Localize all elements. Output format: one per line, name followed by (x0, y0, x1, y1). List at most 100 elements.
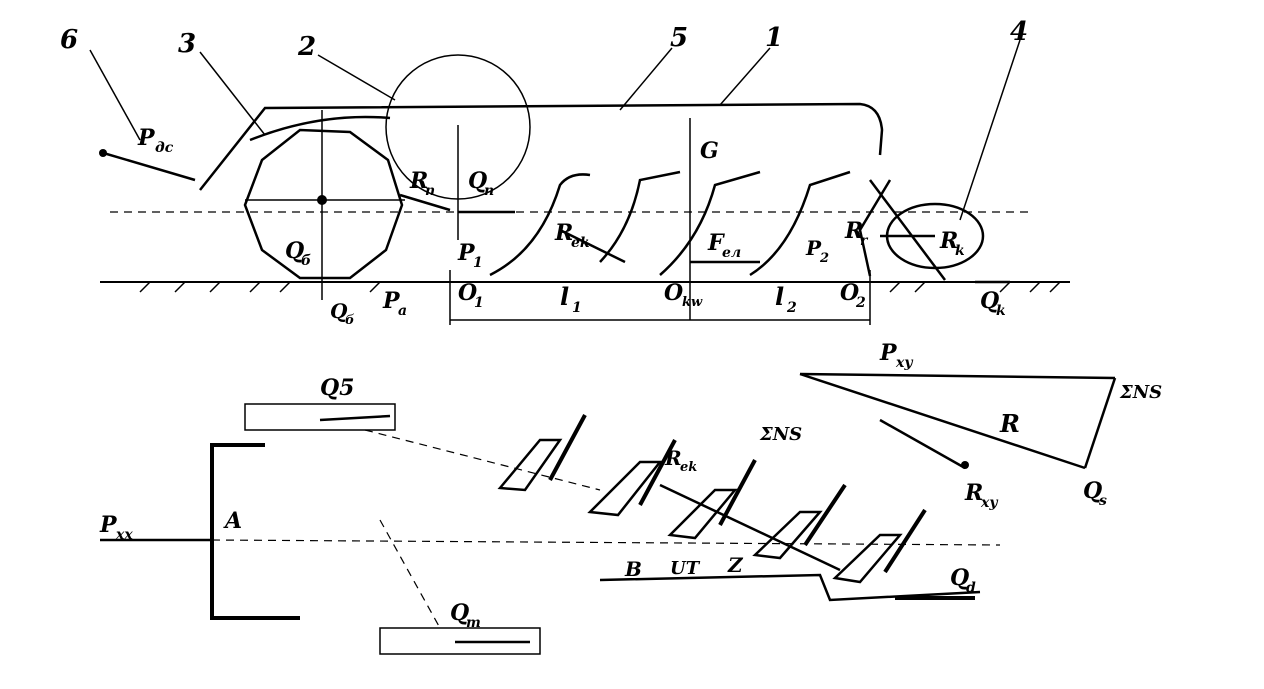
label-part-1: 1 (765, 23, 783, 53)
label-r-k: R k (939, 228, 965, 259)
r-ek-vector (559, 228, 626, 264)
svg-text:P: P (137, 125, 156, 151)
svg-text:п: п (484, 183, 494, 199)
label-r-ek2: R ek (664, 446, 697, 475)
label-f-el: F ел (707, 230, 741, 261)
tine-stem-5 (883, 508, 927, 574)
label-p-dc: P дс (137, 125, 174, 156)
r-n-vector (399, 193, 451, 212)
leader-2 (317, 54, 396, 101)
r-ek2-vector (659, 483, 841, 572)
label-r-n: R п (409, 168, 435, 199)
tine-1 (489, 173, 591, 277)
svg-text:O: O (664, 280, 683, 306)
plan-block-top (244, 403, 396, 431)
svg-text:O: O (458, 280, 477, 306)
tine-stem-3 (718, 459, 757, 526)
p-dc-origin (99, 149, 107, 157)
label-z: Z (727, 553, 744, 577)
svg-text:дс: дс (155, 140, 174, 156)
tine-stem-1 (548, 414, 587, 481)
label-part-2: 2 (297, 32, 316, 62)
label-sum-ns-right: ΣNS (1119, 382, 1162, 403)
label-l-2: l 2 (775, 282, 797, 316)
svg-text:F: F (707, 230, 725, 256)
wheel-hub (317, 195, 327, 205)
tine-plan-2 (587, 460, 663, 517)
svg-text:2: 2 (855, 295, 866, 311)
plan-center-line (211, 539, 1001, 546)
label-sum-ns-mid: ΣNS (759, 424, 802, 445)
tine-stem-2 (638, 439, 677, 506)
svg-text:l: l (560, 282, 569, 311)
label-q5: Q5 (320, 375, 354, 401)
label-q-6: Q б (285, 238, 311, 269)
label-r-xy: R xy (964, 480, 998, 511)
svg-text:kw: kw (682, 295, 703, 310)
leader-1 (719, 47, 771, 106)
label-b: B (624, 557, 642, 581)
svg-text:k: k (955, 243, 965, 259)
tine-row: R ek ΣNS B UT Z Q d (497, 414, 981, 602)
svg-text:а: а (398, 303, 407, 319)
svg-text:б: б (301, 253, 311, 269)
svg-text:r: r (860, 233, 869, 249)
tine-plan-5 (832, 533, 903, 584)
svg-text:P: P (457, 240, 476, 266)
svg-text:Q: Q (285, 238, 304, 264)
label-part-5: 5 (670, 23, 688, 53)
svg-text:Q: Q (980, 288, 999, 314)
svg-text:R: R (939, 228, 958, 254)
sum-ns-vector (1083, 377, 1117, 469)
frame-body (199, 102, 884, 191)
svg-text:1: 1 (474, 295, 484, 311)
svg-text:xx: xx (115, 527, 133, 543)
svg-text:P: P (382, 288, 401, 314)
label-p-1: P 1 (457, 240, 483, 271)
force-triangle: P xy ΣNS R R xy Q s (799, 340, 1162, 511)
label-q-p: Q п (468, 168, 494, 199)
svg-text:O: O (840, 280, 859, 306)
front-wheel (243, 128, 404, 280)
label-a: A (223, 508, 242, 534)
label-part-6: 6 (60, 25, 78, 55)
svg-text:R: R (554, 220, 573, 246)
svg-text:d: d (966, 580, 976, 596)
svg-text:R: R (409, 168, 428, 194)
svg-text:P: P (805, 236, 822, 260)
label-part-4: 4 (1010, 17, 1028, 47)
svg-text:2: 2 (786, 300, 797, 316)
svg-text:s: s (1099, 493, 1107, 509)
label-r-ek: R ek (554, 220, 590, 251)
rear-link (858, 179, 892, 277)
label-l-1: l 1 (560, 282, 582, 316)
plan-diag-line (364, 429, 601, 491)
svg-text:Q: Q (450, 600, 469, 626)
leader-3 (199, 51, 266, 136)
side-elevation: 6 3 2 5 1 4 P дс R п Q п Q б Q б P а (60, 17, 1070, 328)
r-vector (799, 372, 1086, 470)
label-p-a: P а (382, 288, 407, 319)
label-o-1: O 1 (458, 280, 484, 311)
svg-text:ek: ek (571, 235, 590, 251)
label-part-3: 3 (178, 29, 196, 59)
leader-5 (619, 47, 673, 111)
plan-view: Q5 P xx A Q m (99, 375, 1001, 655)
leader-4 (959, 39, 1021, 221)
label-p-xx: P xx (99, 512, 133, 543)
svg-text:Q: Q (330, 299, 348, 323)
tine-4 (749, 170, 851, 277)
plan-diag-line-2 (379, 519, 441, 629)
svg-text:Q: Q (468, 168, 487, 194)
tine-2 (599, 170, 681, 263)
leader-6 (89, 49, 141, 141)
r-xy-vector (879, 418, 966, 470)
label-o-kw: O kw (664, 280, 703, 310)
tine-plan-1 (497, 438, 563, 492)
svg-text:k: k (996, 303, 1006, 319)
svg-text:1: 1 (473, 255, 483, 271)
label-r: R (999, 409, 1020, 438)
svg-text:б: б (345, 313, 355, 328)
